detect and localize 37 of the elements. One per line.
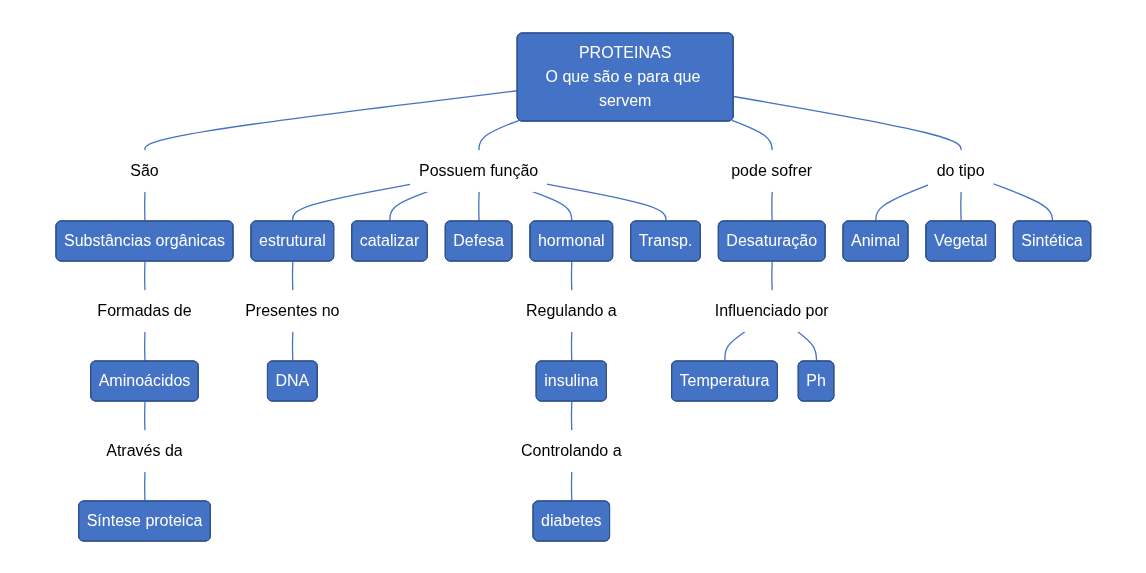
node-text: Influenciado por: [714, 301, 829, 319]
connector: [723, 330, 746, 362]
node-text: Através da: [105, 441, 183, 459]
connector: [959, 190, 962, 222]
node-text: pode sofrer: [730, 161, 812, 179]
node-text: Controlando a: [520, 441, 622, 459]
connector: [545, 183, 667, 222]
connector: [143, 260, 146, 292]
connector: [143, 89, 518, 152]
connector: [570, 470, 573, 502]
connector: [478, 119, 520, 152]
node-text: Possuem função: [418, 161, 538, 179]
connector: [570, 260, 573, 292]
node-text: do tipo: [936, 161, 985, 179]
node-text: Regulando a: [525, 301, 617, 319]
connector: [796, 330, 817, 362]
connector: [770, 190, 773, 222]
connector: [143, 400, 146, 432]
connector: [770, 260, 773, 292]
connector: [477, 190, 480, 222]
connector: [992, 182, 1053, 222]
connector: [291, 330, 294, 362]
connector: [531, 190, 573, 222]
connector: [143, 190, 146, 222]
connector: [143, 470, 146, 502]
connector: [291, 183, 412, 222]
connector: [570, 400, 573, 432]
node-text: Presentes no: [244, 301, 340, 319]
node-text: Formadas de: [97, 301, 192, 319]
connector: [732, 95, 962, 152]
connector: [143, 330, 146, 362]
node-text: São: [129, 161, 159, 179]
connector: [730, 119, 773, 152]
connector: [388, 190, 429, 222]
connector: [570, 330, 573, 362]
connector: [874, 183, 930, 222]
connector: [291, 260, 294, 292]
